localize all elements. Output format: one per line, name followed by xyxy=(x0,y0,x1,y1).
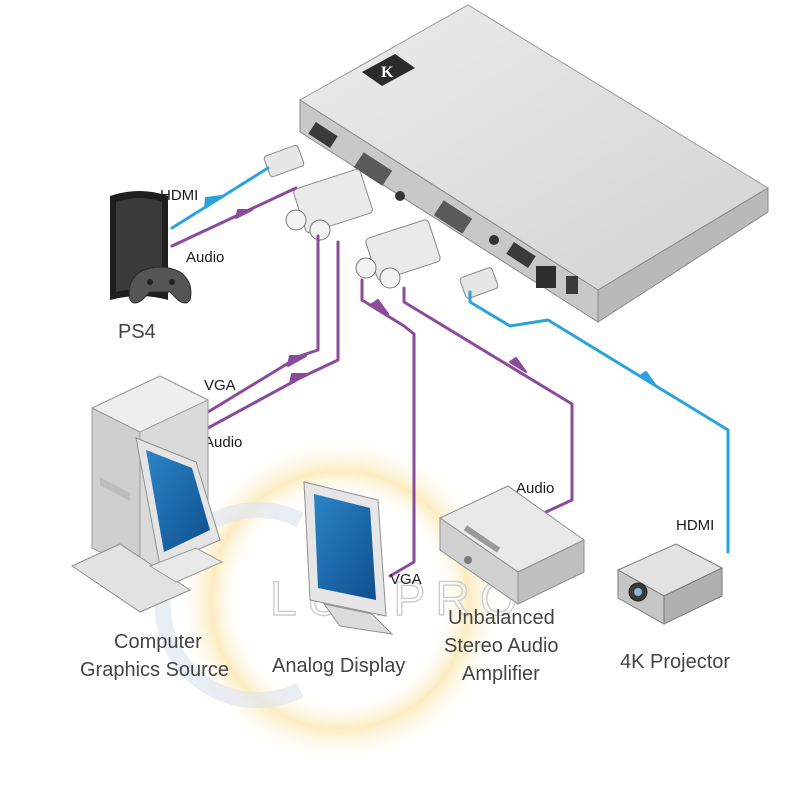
cable-amp-audio xyxy=(402,286,574,514)
ps4-controller-icon xyxy=(128,266,192,304)
terminal-block xyxy=(536,266,556,288)
audio-out-jack xyxy=(489,235,499,245)
analog-display-device xyxy=(303,481,394,635)
display-screen xyxy=(314,494,376,600)
arrow-amp-audio-icon xyxy=(509,357,527,373)
caption-ps4: PS4 xyxy=(118,321,156,343)
amp-knob-icon xyxy=(464,556,472,564)
arrow-ps4-hdmi-icon xyxy=(204,195,223,209)
label-pc-vga: VGA xyxy=(204,377,236,394)
label-ps4-audio: Audio xyxy=(186,249,224,266)
label-ps4-hdmi: HDMI xyxy=(160,187,198,204)
cables xyxy=(170,166,730,578)
vga-in-port xyxy=(353,152,393,186)
audio-out-plug-right xyxy=(379,267,401,289)
amp-side xyxy=(517,539,585,605)
label-pc-audio: Audio xyxy=(204,434,242,451)
cable-pc-vga xyxy=(206,234,320,414)
power-jack xyxy=(566,276,578,294)
watermark-c-icon xyxy=(154,502,304,708)
amplifier-device xyxy=(439,485,585,605)
switcher-device: K xyxy=(263,4,769,323)
switcher-logo-text: K xyxy=(381,64,394,81)
vga-out-plug xyxy=(365,219,441,281)
label-projector-hdmi: HDMI xyxy=(676,517,714,534)
audio-out-plug-left xyxy=(355,257,377,279)
arrow-pc-vga-icon xyxy=(287,355,307,367)
computer-device xyxy=(70,375,224,613)
pc-keyboard-icon xyxy=(70,543,192,613)
caption-analog-display: Analog Display xyxy=(272,655,405,677)
caption-projector: 4K Projector xyxy=(620,651,730,673)
projector-side xyxy=(663,567,723,625)
arrow-projector-hdmi-icon xyxy=(639,371,657,387)
hdmi-out-port xyxy=(506,242,536,268)
arrow-pc-audio-icon xyxy=(289,373,309,385)
label-amp-audio: Audio xyxy=(516,480,554,497)
caption-amp-line3: Amplifier xyxy=(462,663,540,685)
audio-in-plug-left xyxy=(285,209,307,231)
arrow-display-vga-icon xyxy=(371,299,389,315)
switcher-logo: K xyxy=(362,54,415,86)
audio-in-plug-right xyxy=(309,219,331,241)
hdmi-out-plug xyxy=(459,267,499,299)
arrow-ps4-audio-icon xyxy=(235,209,253,219)
vga-out-port xyxy=(433,200,473,234)
ps4-device xyxy=(110,191,192,304)
cable-pc-audio xyxy=(206,240,340,430)
cable-display-vga xyxy=(360,278,416,578)
hdmi-in-port xyxy=(308,122,338,148)
projector-device xyxy=(616,543,724,625)
cable-projector-hdmi xyxy=(468,290,730,554)
caption-amp-line2: Stereo Audio xyxy=(444,635,559,657)
caption-amp-line1: Unbalanced xyxy=(448,607,555,629)
caption-computer-line2: Graphics Source xyxy=(80,659,229,681)
caption-computer-line1: Computer xyxy=(114,631,202,653)
audio-in-jack xyxy=(395,191,405,201)
pc-screen xyxy=(146,450,210,552)
label-display-vga: VGA xyxy=(390,571,422,588)
display-stand xyxy=(322,603,394,635)
hdmi-in-plug xyxy=(263,144,305,178)
cable-ps4-audio xyxy=(170,186,298,248)
